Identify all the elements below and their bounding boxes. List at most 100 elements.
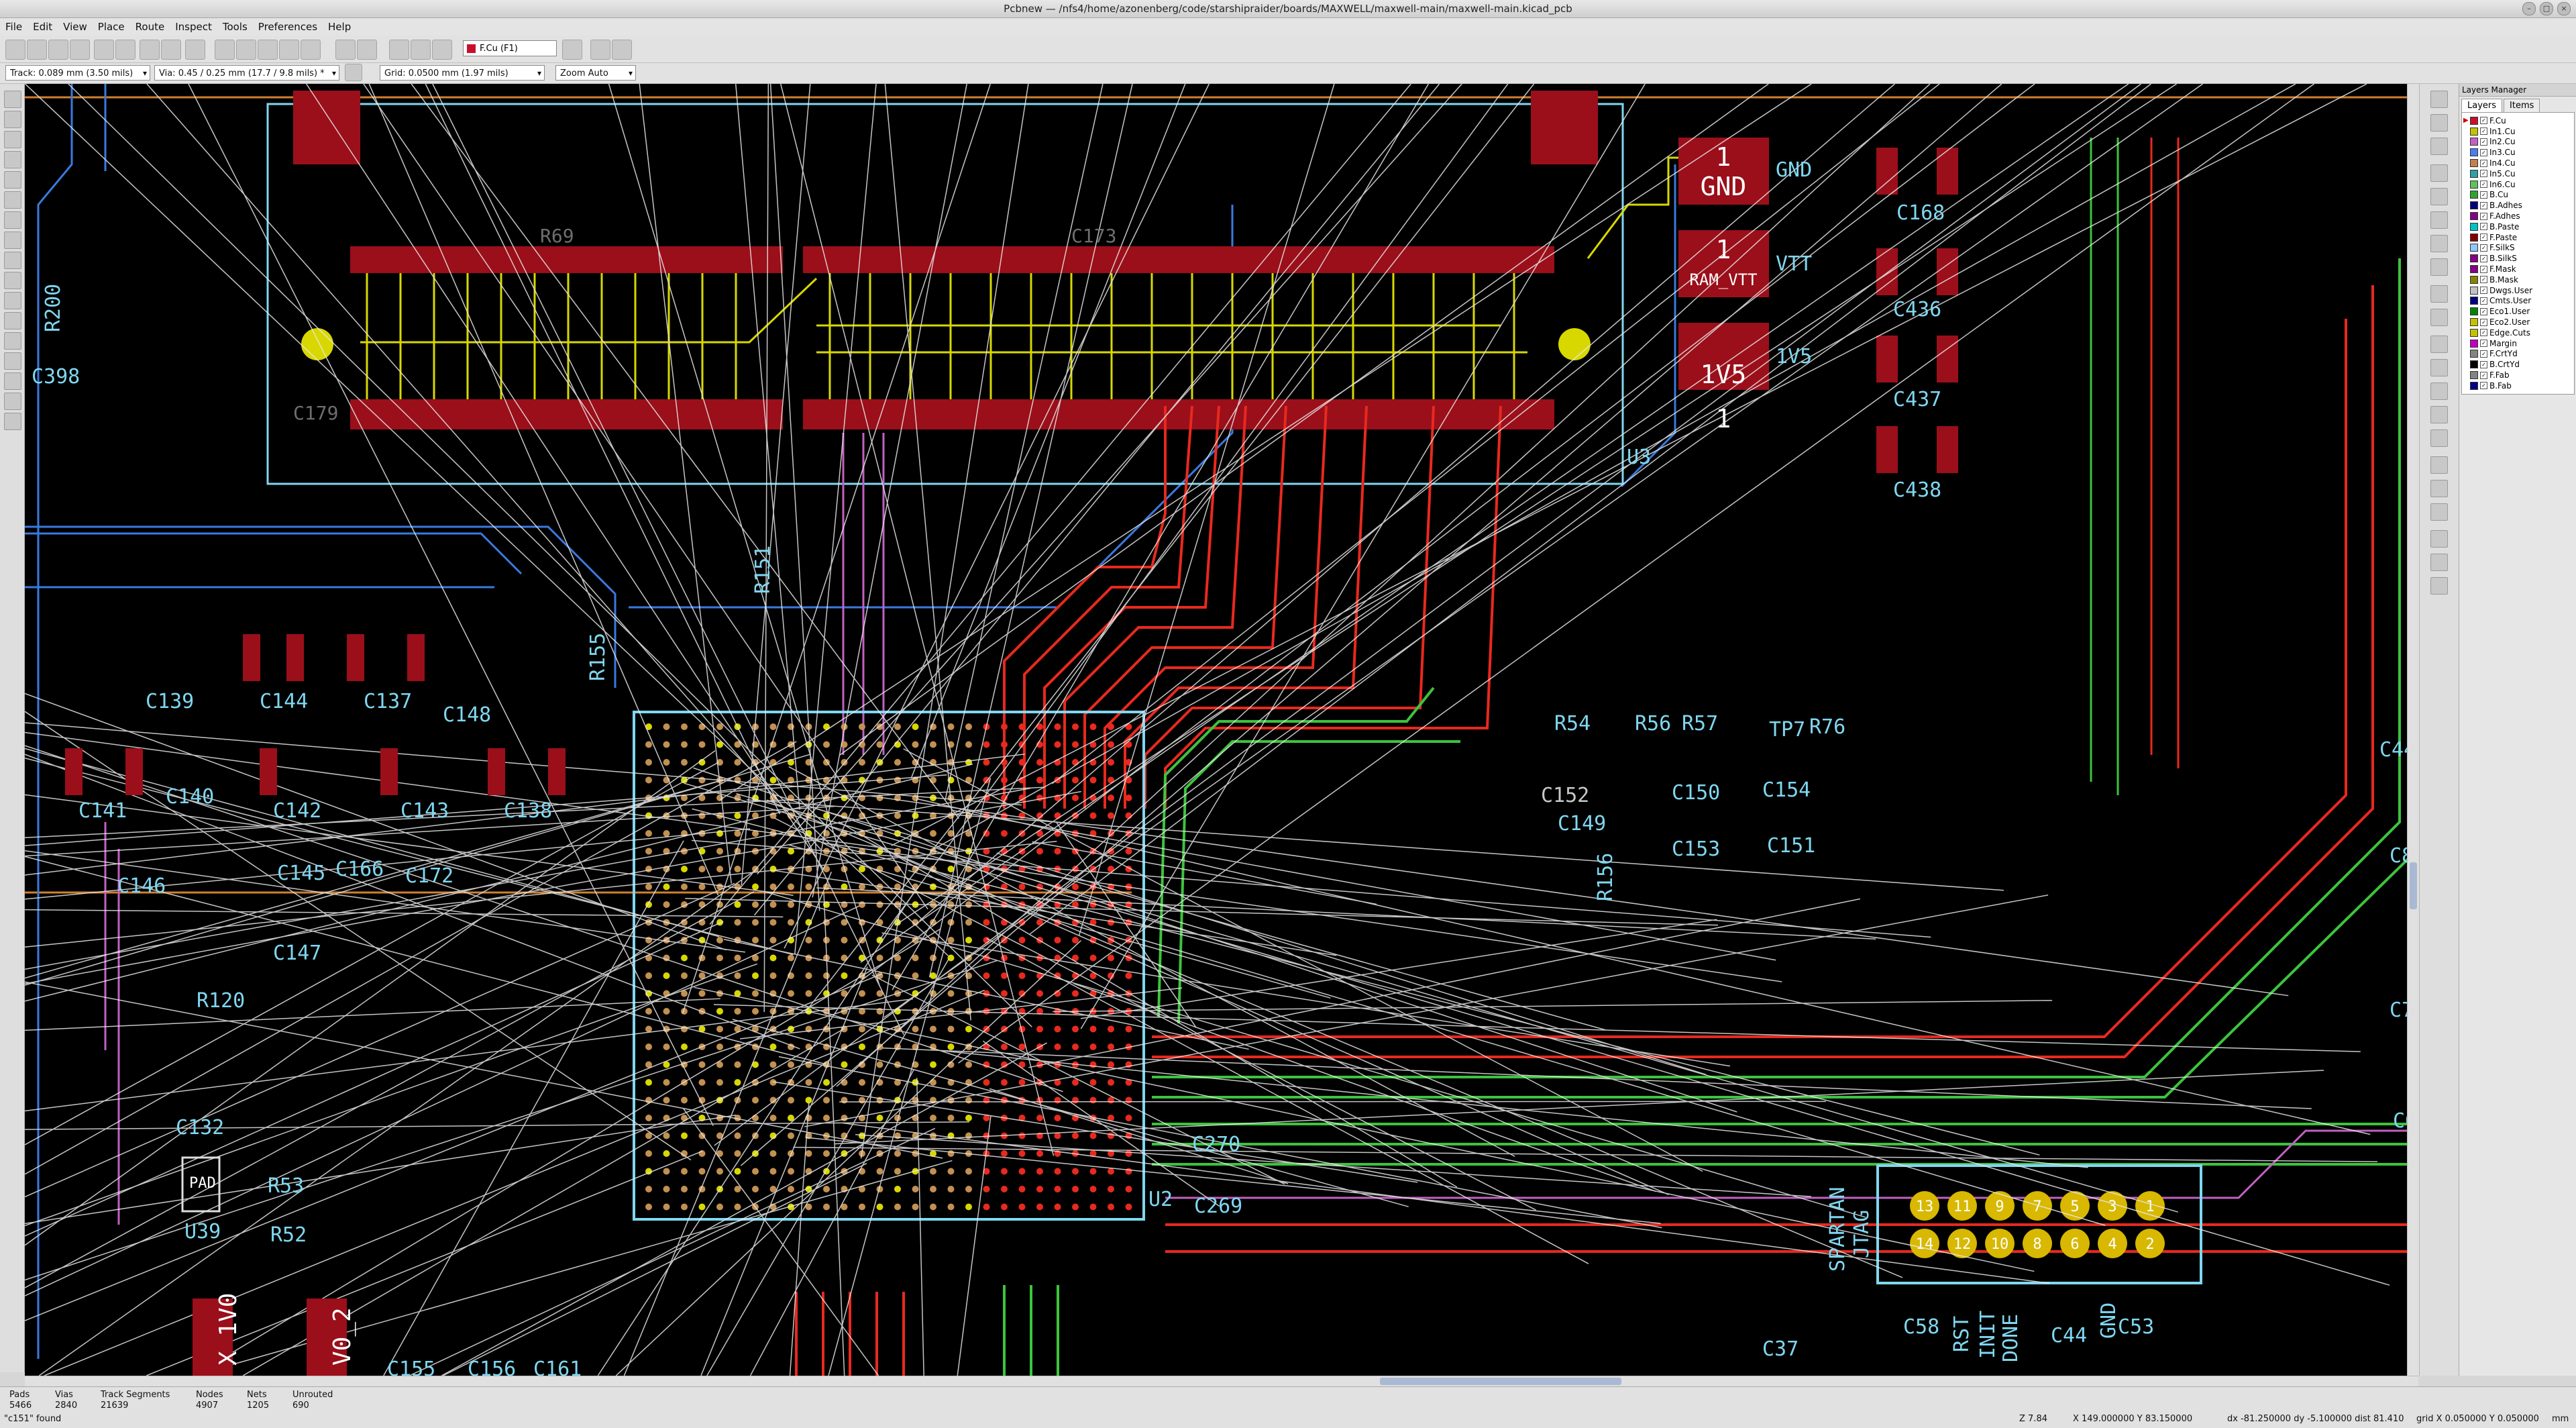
local-ratsnest-icon[interactable] (4, 232, 21, 249)
layer-color-swatch[interactable] (2470, 169, 2478, 178)
drc-marker-icon[interactable] (4, 91, 21, 108)
add-zone-icon[interactable] (2430, 285, 2448, 303)
layer-visibility-checkbox[interactable]: ✓ (2480, 170, 2487, 178)
grid-toggle-icon[interactable] (4, 111, 21, 128)
layer-row[interactable]: ✓In4.Cu (2463, 158, 2573, 168)
layer-row[interactable]: ✓F.SilkS (2463, 243, 2573, 254)
layer-row[interactable]: ✓F.Adhes (2463, 211, 2573, 221)
menu-route[interactable]: Route (135, 21, 165, 33)
layer-visibility-checkbox[interactable]: ✓ (2480, 234, 2487, 242)
layer-visibility-checkbox[interactable]: ✓ (2480, 223, 2487, 231)
layer-row[interactable]: ✓B.Fab (2463, 380, 2573, 391)
high-contrast-icon[interactable] (4, 352, 21, 370)
layer-color-swatch[interactable] (2470, 244, 2478, 252)
minimize-button[interactable]: – (2522, 2, 2536, 15)
vertical-scroll-thumb[interactable] (2410, 862, 2417, 909)
layer-row[interactable]: ✓B.CrtYd (2463, 359, 2573, 370)
find-icon[interactable] (185, 40, 205, 60)
tab-layers[interactable]: Layers (2461, 99, 2503, 112)
draw-circle-icon[interactable] (2430, 359, 2448, 376)
layer-color-swatch[interactable] (2470, 307, 2478, 316)
layer-visibility-checkbox[interactable]: ✓ (2480, 307, 2487, 315)
horizontal-scroll-thumb[interactable] (1380, 1378, 1621, 1385)
layers-manager-icon[interactable] (4, 372, 21, 390)
layer-visibility-checkbox[interactable]: ✓ (2480, 191, 2487, 199)
layer-row[interactable]: ✓B.Paste (2463, 221, 2573, 232)
zoom-fit-icon[interactable] (279, 40, 299, 60)
zone-outline-icon[interactable] (4, 272, 21, 289)
page-settings-icon[interactable] (94, 40, 114, 60)
autoroute-icon[interactable] (590, 40, 610, 60)
layer-color-swatch[interactable] (2470, 116, 2478, 125)
add-target-icon[interactable] (2430, 480, 2448, 497)
layer-visibility-checkbox[interactable]: ✓ (2480, 287, 2487, 295)
layer-row[interactable]: ✓B.Cu (2463, 190, 2573, 201)
menu-edit[interactable]: Edit (33, 21, 53, 33)
layer-row[interactable]: ✓Eco1.User (2463, 306, 2573, 317)
layer-visibility-checkbox[interactable]: ✓ (2480, 265, 2487, 273)
layer-visibility-checkbox[interactable]: ✓ (2480, 318, 2487, 326)
route-track-icon[interactable] (2430, 188, 2448, 205)
menu-view[interactable]: View (63, 21, 87, 33)
layer-visibility-checkbox[interactable]: ✓ (2480, 181, 2487, 189)
zoom-area-icon[interactable] (301, 40, 321, 60)
footprint-editor-icon[interactable] (335, 40, 356, 60)
layer-color-swatch[interactable] (2470, 318, 2478, 327)
layer-visibility-checkbox[interactable]: ✓ (2480, 276, 2487, 284)
layer-color-swatch[interactable] (2470, 339, 2478, 348)
layer-color-swatch[interactable] (2470, 222, 2478, 231)
layer-color-swatch[interactable] (2470, 159, 2478, 168)
set-grid-origin-icon[interactable] (2430, 554, 2448, 571)
measure-tool-icon[interactable] (2430, 577, 2448, 595)
set-origin-icon[interactable] (2430, 530, 2448, 548)
new-board-icon[interactable] (27, 40, 47, 60)
tab-items[interactable]: Items (2504, 99, 2540, 112)
select-tool-icon[interactable] (2430, 91, 2448, 108)
pad-sketch-icon[interactable] (4, 292, 21, 309)
layer-row[interactable]: ✓Cmts.User (2463, 296, 2573, 307)
layer-color-swatch[interactable] (2470, 297, 2478, 305)
menu-tools[interactable]: Tools (222, 21, 248, 33)
layer-row[interactable]: ✓Eco2.User (2463, 317, 2573, 327)
add-via-icon[interactable] (2430, 258, 2448, 276)
layer-row[interactable]: ✓F.CrtYd (2463, 349, 2573, 360)
maximize-button[interactable]: □ (2540, 2, 2553, 15)
menu-file[interactable]: File (5, 21, 23, 33)
print-icon[interactable] (115, 40, 136, 60)
layer-color-swatch[interactable] (2470, 350, 2478, 358)
footprint-viewer-icon[interactable] (357, 40, 377, 60)
menu-help[interactable]: Help (328, 21, 352, 33)
via-size-select[interactable]: Via: 0.45 / 0.25 mm (17.7 / 9.8 mils) * (154, 65, 339, 81)
layer-visibility-checkbox[interactable]: ✓ (2480, 148, 2487, 156)
zoom-redraw-icon[interactable] (215, 40, 235, 60)
drc-icon[interactable] (432, 40, 452, 60)
layer-row[interactable]: ✓In1.Cu (2463, 126, 2573, 137)
layer-visibility-checkbox[interactable]: ✓ (2480, 244, 2487, 252)
layer-color-swatch[interactable] (2470, 233, 2478, 242)
track-width-select[interactable]: Track: 0.089 mm (3.50 mils) (5, 65, 150, 81)
layer-row[interactable]: ✓Edge.Cuts (2463, 327, 2573, 338)
layer-color-swatch[interactable] (2470, 212, 2478, 221)
layer-row[interactable]: ✓F.Fab (2463, 370, 2573, 380)
layer-row[interactable]: ✓B.Adhes (2463, 200, 2573, 211)
route-diff-pair-icon[interactable] (2430, 211, 2448, 229)
tune-length-icon[interactable] (2430, 235, 2448, 252)
layer-row[interactable]: ▶✓F.Cu (2463, 115, 2573, 126)
netlist-icon[interactable] (389, 40, 409, 60)
close-button[interactable]: × (2557, 2, 2571, 15)
layer-visibility-checkbox[interactable]: ✓ (2480, 340, 2487, 348)
layer-visibility-checkbox[interactable]: ✓ (2480, 350, 2487, 358)
layer-row[interactable]: ✓Dwgs.User (2463, 285, 2573, 296)
add-footprint-icon[interactable] (2430, 164, 2448, 182)
layer-color-swatch[interactable] (2470, 328, 2478, 337)
layer-row[interactable]: ✓In3.Cu (2463, 147, 2573, 158)
layer-color-swatch[interactable] (2470, 360, 2478, 369)
layer-visibility-checkbox[interactable]: ✓ (2480, 360, 2487, 368)
open-icon[interactable] (48, 40, 68, 60)
active-layer-select[interactable]: F.Cu (F1) (463, 40, 557, 56)
ratsnest-icon[interactable] (4, 211, 21, 229)
layer-row[interactable]: ✓B.Mask (2463, 274, 2573, 285)
local-ratsnest-tool-icon[interactable] (2430, 138, 2448, 155)
zoom-select[interactable]: Zoom Auto (555, 65, 636, 81)
undo-icon[interactable] (140, 40, 160, 60)
